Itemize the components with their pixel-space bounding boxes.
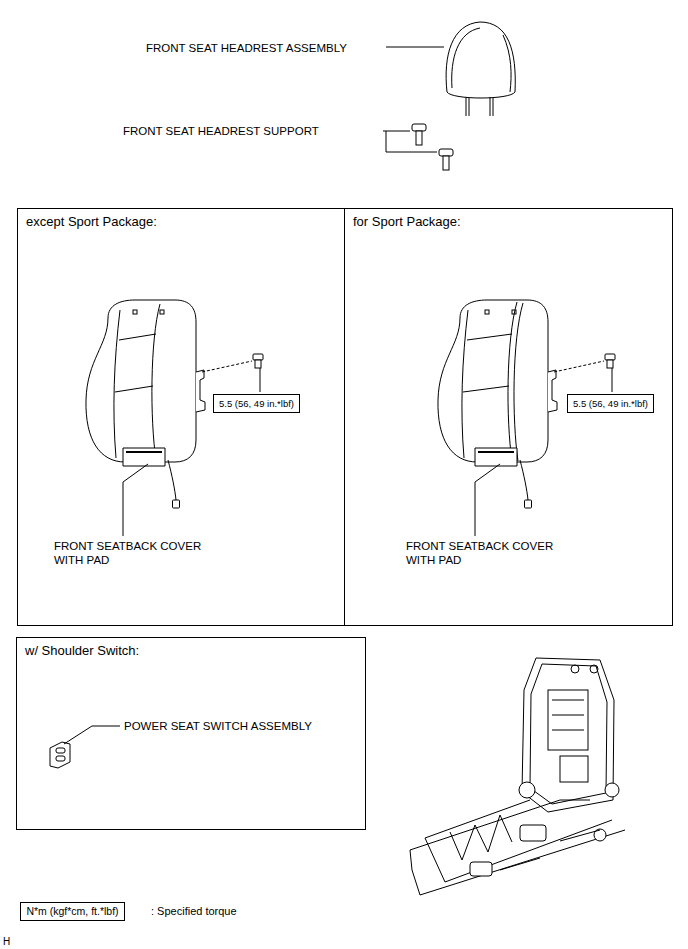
install-line [554,361,604,372]
bolster-seam [462,310,468,458]
seat-motor [470,862,492,876]
wire-harness [500,830,600,870]
seat-rail [410,800,590,850]
variant-panel: w/ Shoulder Switch: [16,637,366,830]
seat-motor [520,825,546,841]
panel-seam [115,334,156,392]
switch-knob [56,756,65,761]
side-bracket [548,370,557,412]
support-stem [443,156,449,170]
box-text: 5.5 (56, 49 in.*lbf) [219,397,294,410]
headrest-guide [571,665,579,673]
panel-heading: except Sport Package: [26,214,336,230]
variant-panel: for Sport Package: 5.5 (56, 49 in.*lbf) [344,208,673,626]
headrest-outline [446,22,515,98]
switch-knob [56,748,65,753]
panel-heading: w/ Shoulder Switch: [25,643,357,659]
cushion-frame [425,800,612,882]
bolt-shaft [255,360,261,368]
switch-body [50,742,70,768]
seatback-outline [86,300,196,462]
side-bracket [196,370,205,412]
part-name: FRONT SEATBACK COVER WITH PAD [54,539,226,567]
support-cap [412,124,426,131]
seatback-drawing [86,300,263,536]
wire-connector [173,500,180,508]
headrest-seam [452,28,480,88]
seat-frame-drawing [410,658,625,895]
leader-line [64,726,120,744]
lumbar-mechanism [560,756,588,782]
headrest-post [466,97,469,116]
torque-box: 5.5 (56, 49 in.*lbf) [567,394,654,413]
seatback-frame [530,664,607,804]
bolt-shaft [607,360,613,368]
leader-line [123,464,148,536]
leader-line [612,368,613,392]
headrest-seam [503,35,511,92]
bottom-tab [478,451,514,453]
part-name: POWER SEAT SWITCH ASSEMBLY [124,719,312,733]
wire-connector [525,500,532,508]
recliner [605,783,619,797]
headrest-hole [160,310,164,314]
box-text: N*m (kgf*cm, ft.*lbf) [26,905,118,918]
leader-line [475,464,500,536]
front-crossbar [410,850,420,895]
leader-bracket [383,131,437,152]
figure-code: H [3,935,10,949]
headrest-hole [133,310,137,314]
bottom-tab [126,451,162,453]
recliner [519,782,535,798]
headrest-drawing [386,22,515,116]
bottom-tab [475,448,517,466]
part-name: FRONT SEAT HEADREST ASSEMBLY [146,41,347,55]
legend-key-box: N*m (kgf*cm, ft.*lbf) [20,902,125,921]
bolster-seam [152,304,160,460]
leader-line [260,368,261,392]
legend-text: : Specified torque [151,904,237,918]
seatback-frame [522,658,614,812]
headrest-hole [485,310,489,314]
bolt-head [605,354,615,360]
bolster-seam [114,310,120,458]
headrest-support-drawing [383,124,453,170]
headrest-hole [512,310,516,314]
switch-drawing [50,726,120,768]
leader-line [386,47,444,48]
panel-heading: for Sport Package: [353,214,664,230]
cushion-frame [425,838,445,882]
bottom-tab [123,448,165,466]
support-stem [416,131,422,145]
seatback-drawing [438,300,615,536]
lumbar-mechanism [552,700,584,730]
headrest-guide [590,665,598,673]
headrest-post [490,97,493,116]
install-line [202,361,252,372]
seatback-outline [438,300,548,462]
support-cap [439,149,453,156]
box-text: 5.5 (56, 49 in.*lbf) [573,397,648,410]
torque-box: 5.5 (56, 49 in.*lbf) [213,394,300,413]
bolt-head [253,354,263,360]
part-name: FRONT SEAT HEADREST SUPPORT [123,124,319,138]
bolster-seam [514,303,523,461]
panel-seam [463,334,512,392]
lumbar-mechanism [548,690,588,750]
part-name: FRONT SEATBACK COVER WITH PAD [406,539,578,567]
wire-harness [168,460,176,500]
wire-harness [520,460,528,500]
seat-spring [450,815,512,860]
